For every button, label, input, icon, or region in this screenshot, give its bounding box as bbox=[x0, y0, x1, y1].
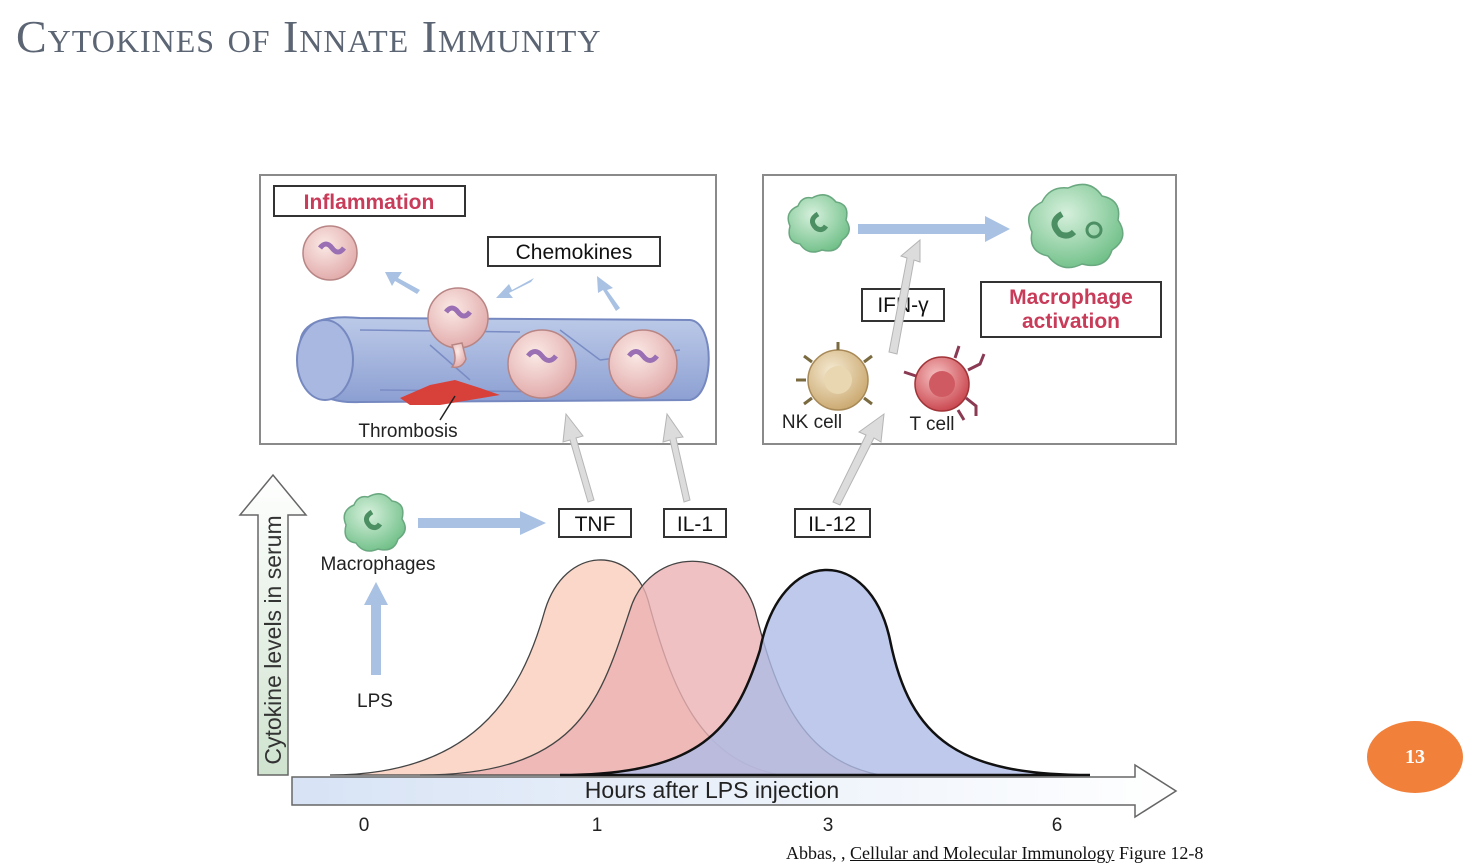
tnf-label: TNF bbox=[575, 513, 616, 536]
neutrophil-cell bbox=[427, 287, 489, 369]
caption-prefix: Abbas, , bbox=[786, 843, 850, 863]
activation-arrow bbox=[858, 216, 1010, 242]
neutrophil-cell bbox=[302, 225, 358, 281]
macrophage-activation-title-box: Macrophage activation bbox=[980, 281, 1162, 338]
inflammation-panel: Inflammation Chemokines Thrombosis bbox=[259, 174, 717, 445]
inflammation-title-box: Inflammation bbox=[273, 185, 466, 217]
y-axis-label: Cytokine levels in serum bbox=[260, 515, 286, 764]
il1-box: IL-1 bbox=[663, 508, 727, 538]
t-cell bbox=[903, 345, 986, 421]
x-tick-label: 0 bbox=[359, 815, 370, 836]
macrophages-label: Macrophages bbox=[320, 554, 435, 575]
tnf-box: TNF bbox=[558, 508, 632, 538]
il12-box: IL-12 bbox=[794, 508, 871, 538]
effect-arrows bbox=[562, 412, 885, 506]
x-axis-label: Hours after LPS injection bbox=[585, 777, 839, 803]
lps-label: LPS bbox=[357, 691, 393, 712]
macrophage-activation-title-line2: activation bbox=[1022, 310, 1120, 333]
resting-macrophage bbox=[787, 194, 850, 253]
lps-arrow bbox=[364, 582, 388, 675]
inflammation-title: Inflammation bbox=[304, 191, 435, 214]
t-cell-label: T cell bbox=[909, 414, 954, 435]
chemotaxis-arrows bbox=[385, 272, 620, 311]
ifn-arrow bbox=[888, 238, 921, 355]
caption-suffix: Figure 12-8 bbox=[1114, 843, 1204, 863]
thrombosis-label: Thrombosis bbox=[358, 421, 457, 442]
source-macrophage bbox=[343, 493, 406, 552]
macrophage-activation-title-line1: Macrophage bbox=[1009, 286, 1133, 309]
cytokine-curves bbox=[329, 559, 1091, 777]
x-axis: Hours after LPS injection 0 1 3 6 bbox=[291, 763, 1178, 836]
macrophage-activation-panel: IFN-γ Macrophage activation NK cell T ce… bbox=[762, 174, 1177, 445]
thrombosis-pointer bbox=[439, 395, 456, 421]
x-tick-label: 3 bbox=[823, 815, 834, 836]
figure-caption: Abbas, , Cellular and Molecular Immunolo… bbox=[786, 843, 1203, 864]
chemokines-label: Chemokines bbox=[516, 241, 633, 264]
il1-label: IL-1 bbox=[677, 513, 713, 536]
activated-macrophage bbox=[1027, 183, 1124, 269]
neutrophil-cell bbox=[608, 329, 678, 399]
page-number-badge: 13 bbox=[1367, 721, 1463, 793]
slide-title: Cytokines of Innate Immunity bbox=[16, 11, 602, 62]
il12-curve bbox=[559, 568, 1091, 777]
nk-cell bbox=[796, 342, 873, 411]
secretion-arrow bbox=[418, 511, 546, 535]
il12-label: IL-12 bbox=[808, 513, 856, 536]
thrombosis-clot bbox=[400, 380, 500, 405]
x-tick-label: 1 bbox=[592, 815, 603, 836]
x-tick-label: 6 bbox=[1052, 815, 1063, 836]
nk-cell-label: NK cell bbox=[782, 412, 842, 433]
chemokines-box: Chemokines bbox=[487, 236, 661, 267]
y-axis: Cytokine levels in serum bbox=[238, 473, 308, 776]
caption-book-title: Cellular and Molecular Immunology bbox=[850, 843, 1115, 863]
neutrophil-cell bbox=[507, 329, 577, 399]
